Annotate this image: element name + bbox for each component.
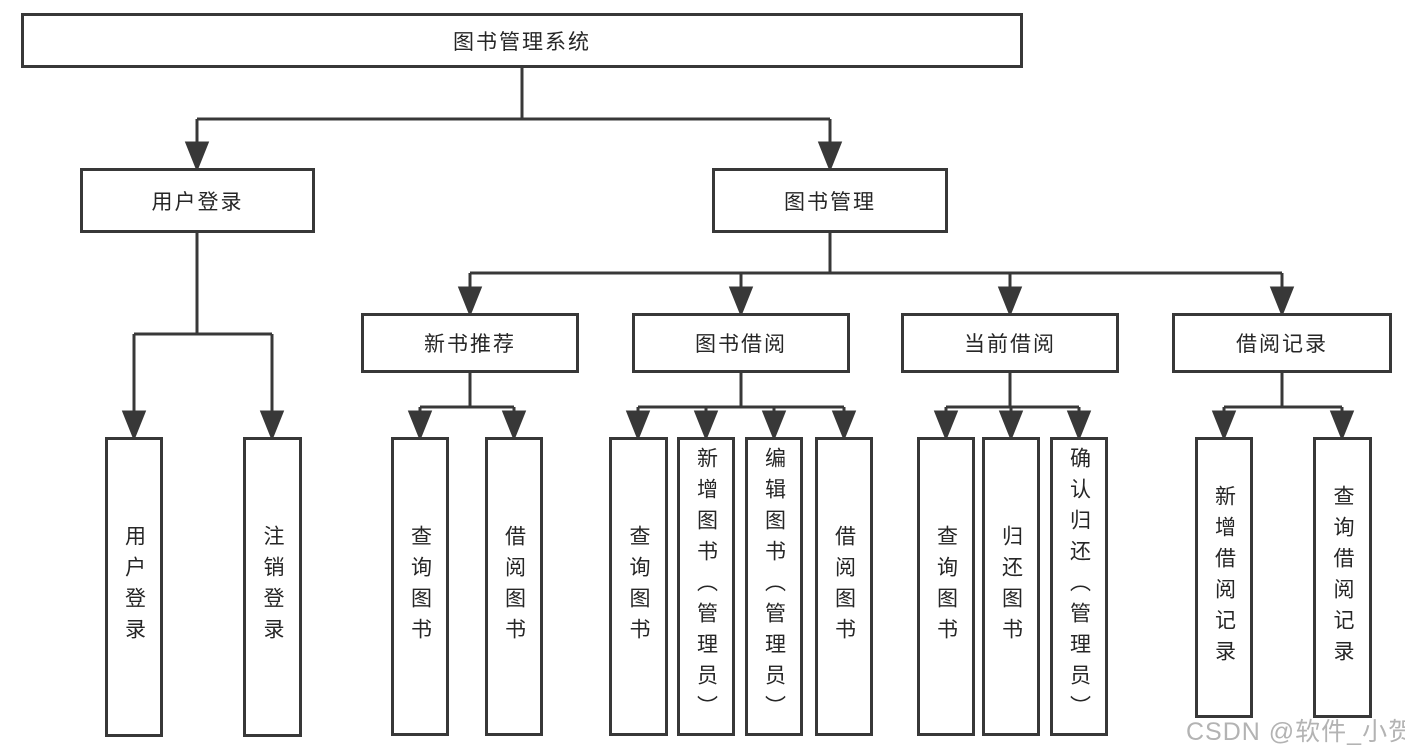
arrowhead (761, 410, 787, 442)
arrowhead (259, 410, 285, 442)
node-library-system: 图书管理系统 (21, 13, 1023, 68)
arrowhead (933, 410, 959, 442)
node-book-borrow-label: 图书借阅 (695, 333, 787, 356)
node-user-login: 用户登录 (80, 168, 315, 233)
node-book-management: 图书管理 (712, 168, 948, 233)
node-current-borrow-label: 当前借阅 (964, 333, 1056, 356)
node-user-login-label: 用户登录 (151, 190, 244, 214)
arrowhead (625, 410, 651, 442)
leaf-query-borrow-record-label: 查询借阅记录 (1331, 484, 1354, 671)
connector-new-book-recommend (407, 373, 527, 442)
arrowhead (1329, 410, 1355, 442)
leaf-add-borrow-record: 新增借阅记录 (1195, 437, 1253, 718)
leaf-query-borrow-record: 查询借阅记录 (1313, 437, 1372, 718)
leaf-recommend-borrow-books-label: 借阅图书 (502, 524, 526, 649)
connector-borrow-records (1211, 373, 1355, 442)
leaf-return-books-label: 归还图书 (999, 524, 1023, 649)
node-new-book-recommend: 新书推荐 (361, 313, 579, 373)
node-borrow-records-label: 借阅记录 (1236, 333, 1328, 356)
connector-root (184, 68, 843, 173)
connector-user-login (121, 233, 285, 442)
node-new-book-recommend-label: 新书推荐 (424, 333, 516, 356)
arrowhead (1269, 286, 1295, 318)
arrowhead (693, 410, 719, 442)
leaf-borrow-query-books-label: 查询图书 (627, 524, 650, 649)
arrowhead (457, 286, 483, 318)
leaf-logout-label: 注销登录 (261, 525, 284, 649)
connector-current-borrow (933, 373, 1092, 442)
arrowhead (817, 141, 843, 173)
watermark: CSDN @软件_小贺同学 (1186, 718, 1405, 746)
connector-book-borrow (625, 373, 857, 442)
leaf-logout: 注销登录 (243, 437, 302, 737)
leaf-confirm-return-admin: 确认归还（管理员） (1050, 437, 1108, 736)
node-borrow-records: 借阅记录 (1172, 313, 1392, 373)
leaf-add-borrow-record-label: 新增借阅记录 (1212, 484, 1236, 671)
connector-book-management (457, 233, 1295, 318)
arrowhead (184, 141, 210, 173)
leaf-borrow-books-label: 借阅图书 (832, 524, 856, 649)
leaf-borrow-query-books: 查询图书 (609, 437, 668, 736)
arrowhead (831, 410, 857, 442)
node-current-borrow: 当前借阅 (901, 313, 1119, 373)
node-library-system-label: 图书管理系统 (453, 30, 591, 54)
arrowhead (1066, 410, 1092, 442)
arrowhead (121, 410, 147, 442)
arrowhead (407, 410, 433, 442)
leaf-user-login-label: 用户登录 (122, 525, 146, 649)
arrowhead (728, 286, 754, 318)
arrowhead (998, 410, 1024, 442)
leaf-recommend-borrow-books: 借阅图书 (485, 437, 543, 736)
leaf-edit-books-admin: 编辑图书（管理员） (745, 437, 803, 736)
leaf-add-books-admin-label: 新增图书（管理员） (694, 447, 718, 726)
leaf-confirm-return-admin-label: 确认归还（管理员） (1067, 447, 1091, 726)
node-book-borrow: 图书借阅 (632, 313, 850, 373)
leaf-recommend-query-books: 查询图书 (391, 437, 449, 736)
leaf-current-query-books-label: 查询图书 (934, 524, 958, 649)
node-book-management-label: 图书管理 (784, 190, 876, 214)
leaf-recommend-query-books-label: 查询图书 (408, 524, 432, 649)
arrowhead (1211, 410, 1237, 442)
arrowhead (501, 410, 527, 442)
leaf-edit-books-admin-label: 编辑图书（管理员） (762, 447, 786, 726)
leaf-user-login: 用户登录 (105, 437, 163, 737)
leaf-current-query-books: 查询图书 (917, 437, 975, 736)
arrowhead (997, 286, 1023, 318)
leaf-add-books-admin: 新增图书（管理员） (677, 437, 735, 736)
leaf-return-books: 归还图书 (982, 437, 1040, 736)
leaf-borrow-books: 借阅图书 (815, 437, 873, 736)
